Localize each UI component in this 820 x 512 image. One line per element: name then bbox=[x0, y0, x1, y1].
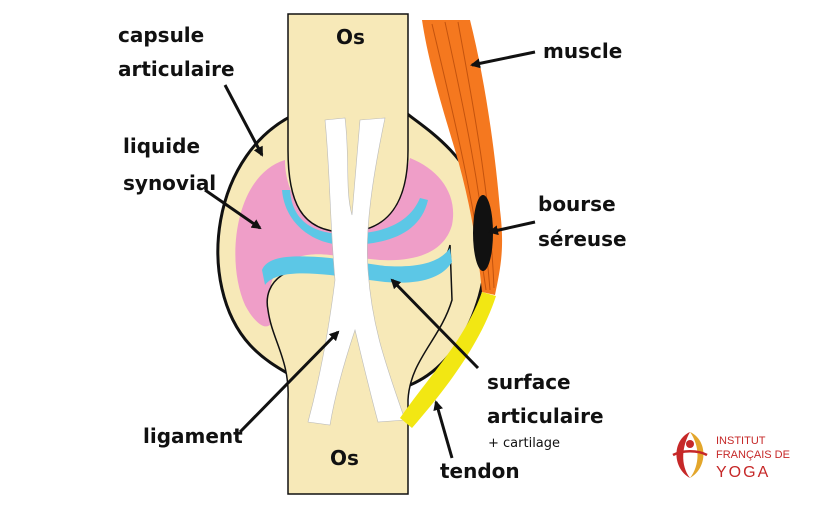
logo-line2: FRANÇAIS DE bbox=[716, 449, 790, 461]
label-capsule-1: capsule bbox=[118, 23, 204, 47]
label-capsule-2: articulaire bbox=[118, 57, 235, 81]
arrow-ligament bbox=[238, 330, 340, 434]
logo-emblem-icon bbox=[676, 432, 690, 478]
tendon bbox=[400, 292, 496, 428]
arrow-muscle bbox=[470, 50, 536, 69]
ligament bbox=[307, 117, 406, 426]
label-os-top: Os bbox=[336, 25, 365, 49]
cartilage-top bbox=[282, 190, 428, 245]
label-os-bottom: Os bbox=[330, 446, 359, 470]
arrow-liquide bbox=[204, 188, 262, 230]
arrow-surface bbox=[390, 278, 480, 370]
label-bourse-1: bourse bbox=[538, 192, 616, 216]
label-surface-1: surface bbox=[487, 370, 571, 394]
label-muscle: muscle bbox=[543, 39, 622, 63]
label-tendon: tendon bbox=[440, 459, 520, 483]
label-liquide-1: liquide bbox=[123, 134, 200, 158]
arrow-bourse bbox=[488, 220, 536, 236]
label-surface-2: articulaire bbox=[487, 404, 604, 428]
arrow-tendon bbox=[433, 400, 454, 459]
bursa bbox=[473, 195, 493, 271]
label-cartilage: + cartilage bbox=[488, 436, 560, 451]
logo: INSTITUT FRANÇAIS DE YOGA bbox=[672, 432, 790, 481]
logo-line1: INSTITUT bbox=[716, 435, 766, 447]
label-ligament: ligament bbox=[143, 424, 243, 448]
label-liquide-2: synovial bbox=[123, 171, 216, 195]
arrow-capsule bbox=[223, 84, 264, 157]
logo-line3: YOGA bbox=[716, 464, 770, 481]
label-bourse-2: séreuse bbox=[538, 227, 627, 251]
